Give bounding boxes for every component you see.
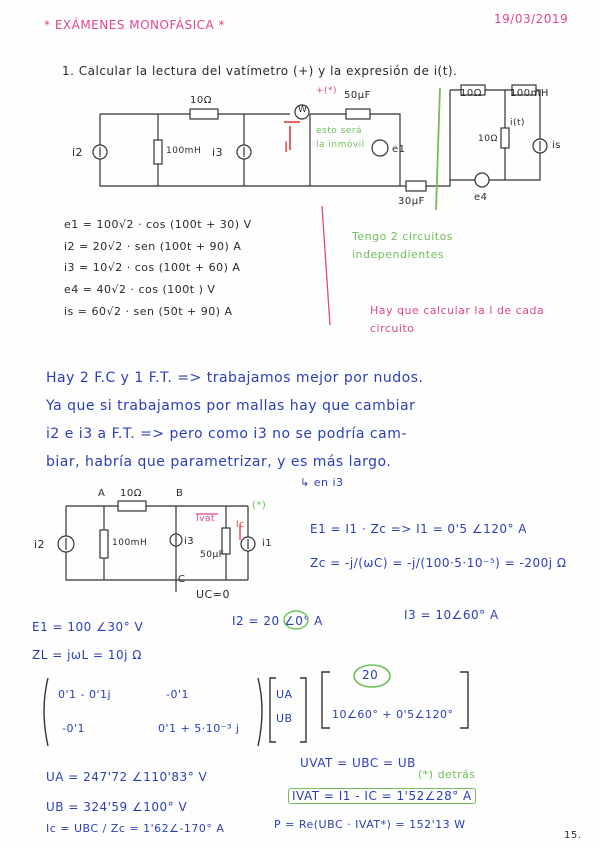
page-heading: * EXÁMENES MONOFÁSICA * [44,18,226,32]
c2-node-b: B [176,488,184,499]
result-e1: E1 = I1 · Zc => I1 = 0'5 ∠120° A [310,522,527,536]
equation-is: is = 60√2 · sen (50t + 90) A [64,305,233,318]
c2-r-label: 10Ω [120,488,142,499]
c2-ground-label: UC=0 [196,588,230,601]
equation-i2: i2 = 20√2 · sen (100t + 90) A [64,240,242,253]
page-number: 15. [564,830,582,841]
c1-wattmeter-label: W [298,105,308,115]
c1-green-note: esto será la inmóvil [316,126,365,150]
matrix-vb: UB [276,712,293,725]
equation-e1: e1 = 100√2 · cos (100t + 30) V [64,218,252,231]
matrix-m22: 0'1 + 5·10⁻³ j [158,722,240,735]
matrix-m11: 0'1 - 0'1j [58,688,112,701]
c2-ic-label: Ic [236,520,245,530]
c1-is-label: is [552,140,561,151]
phasor-zl: ZL = jωL = 10j Ω [32,648,142,662]
c1-r1-label: 10Ω [190,95,212,106]
c2-ivat-label: Ivat [196,514,216,524]
c1-it-label: i(t) [510,118,526,128]
final-ua: UA = 247'72 ∠110'83° V [46,770,208,784]
final-ic: Ic = UBC / Zc = 1'62∠-170° A [46,822,225,835]
phasor-i3: I3 = 10∠60° A [404,608,499,622]
explanation-line-4: biar, habría que parametrizar, y es más … [46,454,392,470]
c1-c2-label: 30µF [398,196,425,207]
c2-node-a: A [98,488,106,499]
c1-r3-label: 10Ω [478,134,498,144]
equation-e4: e4 = 40√2 · cos (100t ) V [64,283,216,296]
result-zc: Zc = -j/(ωC) = -j/(100·5·10⁻⁵) = -200j Ω [310,556,567,570]
c1-c1-label: 50µF [344,90,371,101]
matrix-m21: -0'1 [62,722,85,735]
explanation-line-1: Hay 2 F.C y 1 F.T. => trabajamos mejor p… [46,370,424,386]
phasor-i2: I2 = 20 ∠0° A [232,614,323,628]
phasor-e1: E1 = 100 ∠30° V [32,620,144,634]
page-date: 19/03/2019 [494,12,569,26]
c1-e1-label: e1 [392,144,406,155]
c2-c-label: 50µF [200,550,225,560]
c1-l1-label: 100mH [166,146,202,156]
explanation-subnote: ↳ en i3 [300,476,344,489]
side-note-calculate: Hay que calcular la I de cada circuito [370,304,545,335]
matrix-rhs-2: 10∠60° + 0'5∠120° [332,708,454,721]
c2-i1-label: i1 [262,538,273,549]
final-ub: UB = 324'59 ∠100° V [46,800,188,814]
final-uvat-note: (*) detrás [418,768,476,781]
c1-pink-note: +(*) [316,86,338,96]
c1-current-label: I [284,140,289,156]
explanation-line-2: Ya que si trabajamos por mallas hay que … [46,398,416,414]
matrix-va: UA [276,688,293,701]
c1-i2-label: i2 [72,146,84,159]
matrix-m12: -0'1 [166,688,189,701]
c1-e4-label: e4 [474,192,488,203]
final-power: P = Re(UBC · IVAT*) = 152'13 W [274,818,466,831]
explanation-line-3: i2 e i3 a F.T. => pero como i3 no se pod… [46,426,407,442]
c2-i2-label: i2 [34,538,46,551]
final-uvat: UVAT = UBC = UB [300,756,416,770]
c2-l-label: 100mH [112,538,148,548]
c1-l2-label: 100mH [510,88,549,99]
side-note-independent: Tengo 2 circuitos independientes [352,230,454,261]
problem-statement: 1. Calcular la lectura del vatímetro (+)… [62,64,458,78]
equation-i3: i3 = 10√2 · cos (100t + 60) A [64,261,241,274]
final-ivat: IVAT = I1 - IC = 1'52∠28° A [288,788,476,804]
c2-i3-label: i3 [184,536,195,547]
c1-i3-label: i3 [212,146,224,159]
c1-r2-label: 10Ω [460,88,482,99]
matrix-rhs-1: 20 [362,668,379,682]
c2-node-c: C [178,574,186,585]
c2-star-label: (*) [252,500,267,511]
